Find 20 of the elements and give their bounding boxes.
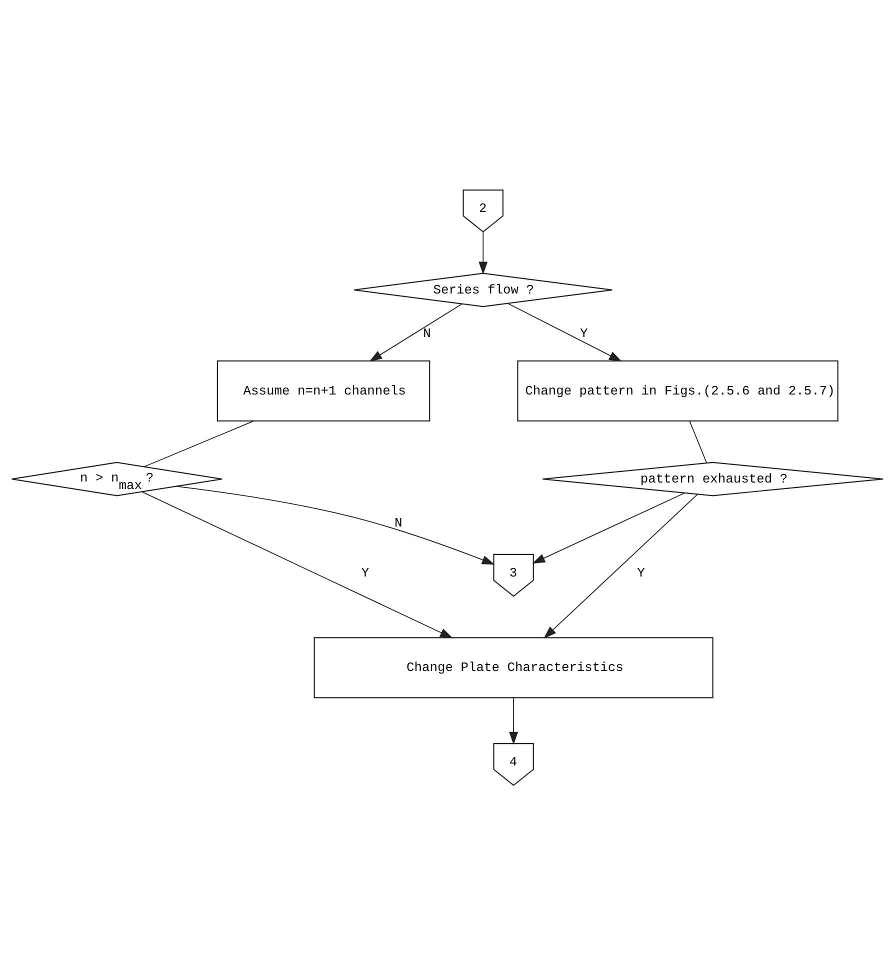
arrow: [544, 493, 698, 638]
connector: [144, 420, 254, 467]
arrow: [369, 303, 462, 362]
edge-label: N: [423, 326, 431, 341]
node-diamond: Series flow ?: [353, 272, 613, 307]
arrow: [532, 492, 686, 564]
arrow: [507, 302, 622, 362]
arrow: [478, 231, 488, 274]
arrow: [176, 485, 495, 564]
edge-label: Y: [361, 565, 370, 580]
arrow: [142, 490, 453, 638]
node-box: Change Plate Characteristics: [314, 636, 714, 698]
edge-label: N: [394, 514, 402, 530]
node-diamond: pattern exhausted ?: [542, 461, 884, 496]
arrow: [509, 696, 518, 744]
edge-label: Y: [580, 326, 588, 341]
edge-label: Y: [637, 565, 645, 580]
node-box: Change pattern in Figs.(2.5.6 and 2.5.7): [517, 360, 838, 421]
connector: [689, 420, 708, 463]
node-box: Assume n=n+1 channels: [216, 360, 430, 421]
